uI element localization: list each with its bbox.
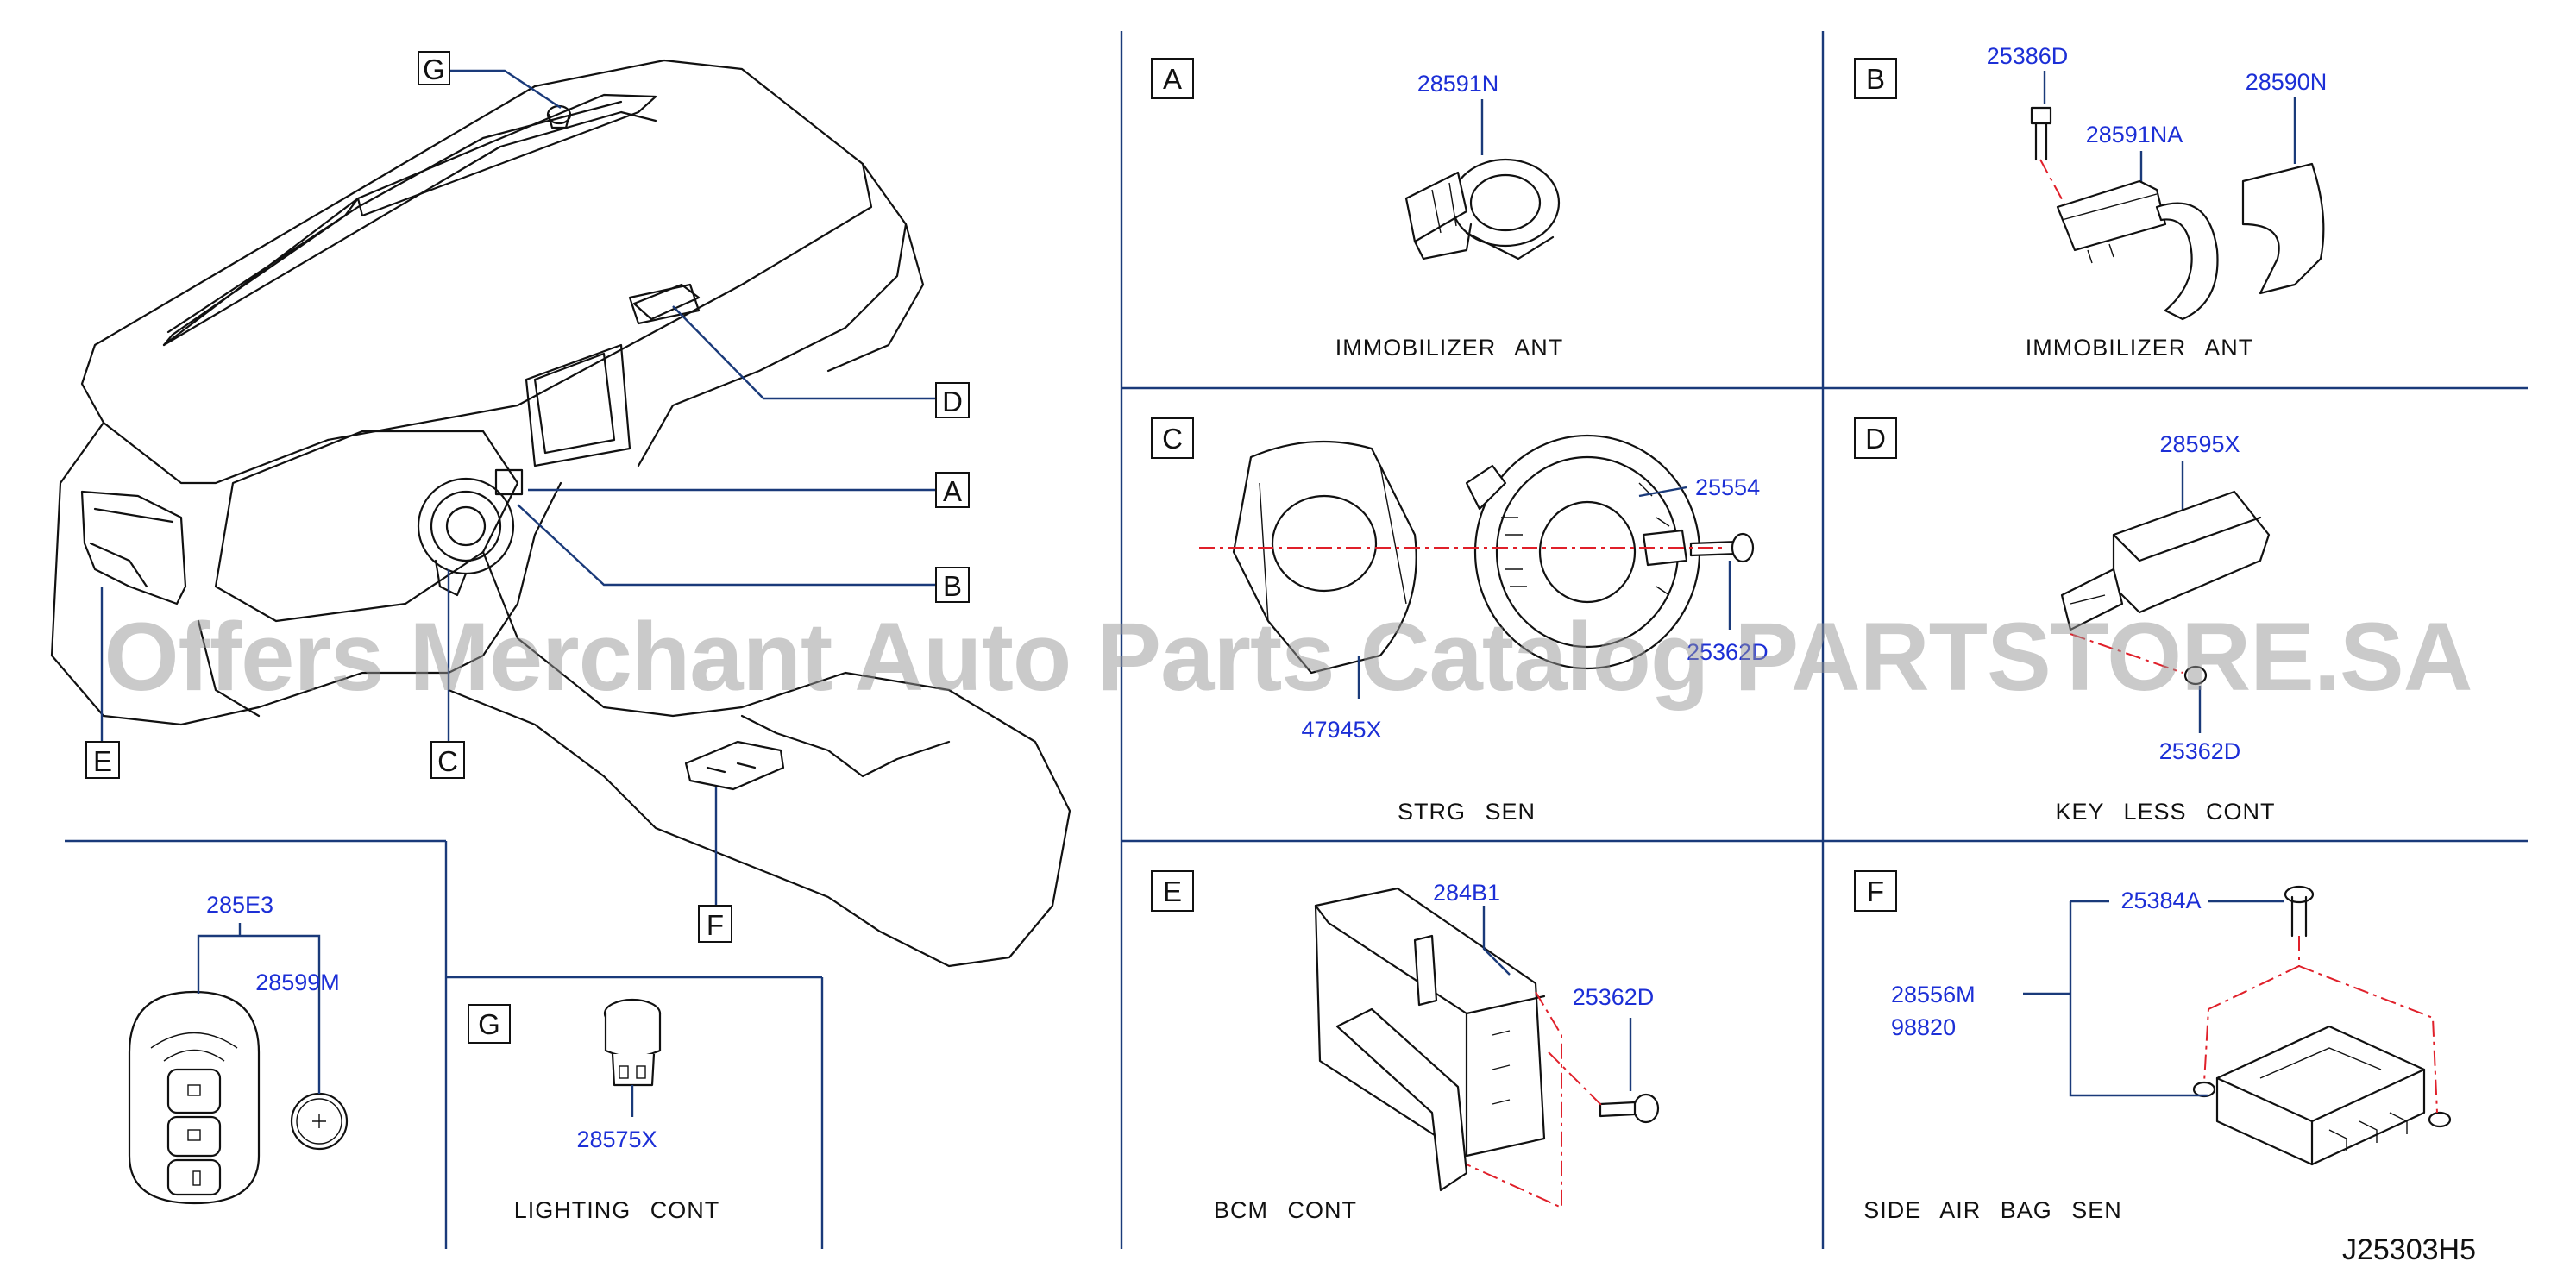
key-fob-leaders (197, 923, 321, 1094)
panel-F-centerlines (2203, 936, 2438, 1114)
part-28591NA[interactable]: 28591NA (2086, 122, 2183, 147)
part-285E3[interactable]: 285E3 (206, 892, 273, 918)
part-284B1[interactable]: 284B1 (1433, 880, 1500, 906)
panel-B-letter: B (1854, 58, 1897, 99)
panel-F-letter: F (1854, 870, 1897, 912)
part-28590N[interactable]: 28590N (2246, 69, 2328, 95)
svg-text:C: C (437, 745, 458, 777)
part-47945X[interactable]: 47945X (1301, 717, 1381, 743)
callout-C: C (430, 741, 465, 779)
callout-G: G (418, 51, 450, 85)
part-28599M[interactable]: 28599M (255, 969, 340, 995)
panel-D-letter: D (1854, 417, 1897, 459)
lighting-switch-drawing (603, 998, 662, 1117)
callout-E: E (85, 741, 120, 779)
svg-text:E: E (93, 745, 112, 777)
svg-text:B: B (943, 570, 962, 602)
steering-sensor-drawing (1232, 434, 1755, 675)
immobilizer-antenna-B-drawing (2030, 106, 2325, 321)
panel-E-letter: E (1151, 870, 1194, 912)
svg-text:C: C (1162, 423, 1183, 455)
panel-E-leaders (1482, 906, 1632, 1091)
panel-E-caption: BCM CONT (1214, 1197, 1357, 1223)
part-25554[interactable]: 25554 (1695, 474, 1760, 500)
svg-text:F: F (707, 909, 724, 941)
panel-D-centerline (2070, 633, 2183, 674)
diagram-code: J25303H5 (2342, 1233, 2476, 1266)
panel-D-caption: KEY LESS CONT (2055, 799, 2275, 825)
watermark: Offers Merchant Auto Parts Catalog PARTS… (104, 603, 2472, 711)
dashboard-overview-drawing (50, 59, 1071, 968)
part-25362D-E[interactable]: 25362D (1573, 984, 1655, 1010)
part-28575X[interactable]: 28575X (576, 1126, 657, 1152)
keyless-control-drawing (2060, 490, 2271, 686)
part-25362D-D[interactable]: 25362D (2159, 738, 2241, 764)
part-28595X[interactable]: 28595X (2159, 431, 2240, 457)
callout-F: F (698, 905, 732, 943)
immobilizer-antenna-A-drawing (1404, 158, 1561, 260)
side-airbag-sensor-drawing (2192, 885, 2452, 1166)
panel-A-letter: A (1151, 58, 1194, 99)
panel-C-letter: C (1151, 417, 1194, 459)
svg-text:A: A (943, 475, 962, 507)
svg-text:G: G (423, 53, 445, 85)
svg-text:F: F (1867, 875, 1884, 907)
svg-text:D: D (1865, 423, 1886, 455)
callout-A: A (935, 472, 970, 508)
panel-G-letter: G (468, 1004, 511, 1044)
panel-A-caption: IMMOBILIZER ANT (1335, 335, 1564, 361)
part-98820[interactable]: 98820 (1891, 1014, 1956, 1040)
callout-D: D (935, 382, 970, 418)
panel-E-centerlines (1466, 991, 1605, 1209)
svg-text:A: A (1163, 63, 1182, 95)
panel-C-leaders (1357, 486, 1731, 699)
panel-F-leaders (2023, 900, 2284, 1097)
panel-F-caption: SIDE AIR BAG SEN (1863, 1197, 2122, 1223)
svg-text:E: E (1163, 875, 1182, 907)
svg-text:D: D (942, 386, 963, 417)
bcm-drawing (1314, 887, 1660, 1192)
part-25386D[interactable]: 25386D (1987, 43, 2069, 69)
part-25362D-C[interactable]: 25362D (1687, 639, 1769, 665)
panel-grid-lines (65, 31, 2528, 1249)
part-25384A[interactable]: 25384A (2120, 888, 2201, 913)
overview-leader-lines (100, 69, 936, 906)
svg-text:G: G (478, 1008, 500, 1040)
panel-B-caption: IMMOBILIZER ANT (2026, 335, 2254, 361)
part-28591N[interactable]: 28591N (1417, 71, 1499, 97)
part-28556M[interactable]: 28556M (1891, 982, 1976, 1007)
svg-text:B: B (1866, 63, 1885, 95)
panel-G-caption: LIGHTING CONT (514, 1197, 720, 1223)
callout-B: B (935, 567, 970, 603)
panel-C-caption: STRG SEN (1398, 799, 1536, 825)
key-fob-drawing (128, 990, 349, 1205)
